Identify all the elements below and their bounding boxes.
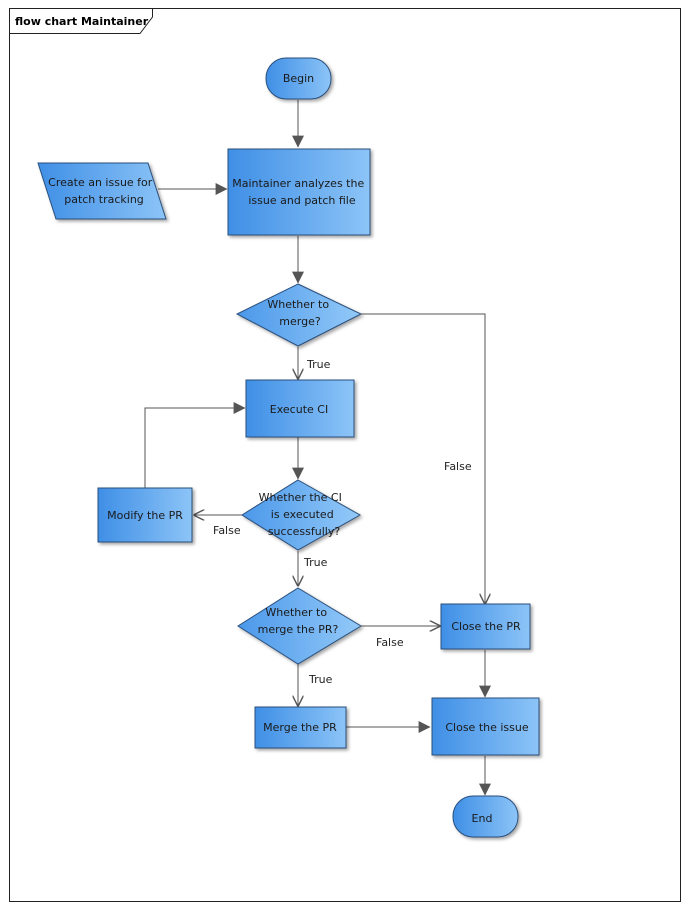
edge-modify-ci xyxy=(144,402,246,488)
edge-label-mergepr-true: True xyxy=(308,673,333,686)
node-ci-decision-line2: is executed xyxy=(271,508,334,521)
node-execute-ci-shape xyxy=(245,379,355,438)
node-modify-pr: Modify the PR xyxy=(97,487,193,543)
node-mergepr-decision-line2: merge the PR? xyxy=(258,623,339,636)
node-create-issue: Create an issue for patch tracking xyxy=(37,162,167,220)
node-analyze: Maintainer analyzes the issue and patch … xyxy=(227,148,371,236)
edge-label-mergepr-false: False xyxy=(376,636,404,649)
node-begin-shape xyxy=(265,57,332,100)
node-analyze-line2: issue and patch file xyxy=(248,194,355,207)
node-begin-label: Begin xyxy=(283,72,314,85)
node-mergepr-decision: Whether to merge the PR? xyxy=(237,587,362,665)
diagram-title-tab xyxy=(9,8,153,34)
node-analyze-line1: Maintainer analyzes the xyxy=(232,177,364,190)
node-merge-pr: Merge the PR xyxy=(254,706,347,749)
node-analyze-shape xyxy=(227,148,371,236)
node-modify-pr-shape xyxy=(97,487,193,543)
node-ci-decision-shape xyxy=(241,479,362,551)
node-close-issue-label: Close the issue xyxy=(445,721,529,734)
edges xyxy=(144,100,491,796)
node-create-issue-line2: patch tracking xyxy=(64,193,144,206)
node-create-issue-line1: Create an issue for xyxy=(48,176,153,189)
node-analyze-label: Maintainer analyzes the issue and patch … xyxy=(232,177,367,207)
node-end-label: End xyxy=(472,812,493,825)
edge-label-ci-false: False xyxy=(213,524,241,537)
node-merge-decision-label: Whether to merge? xyxy=(267,298,332,328)
node-begin: Begin xyxy=(265,57,332,100)
node-close-pr: Close the PR xyxy=(440,603,531,650)
node-merge-decision-line1: Whether to xyxy=(267,298,329,311)
node-ci-decision-line3: successfully? xyxy=(268,525,340,538)
node-close-issue: Close the issue xyxy=(431,697,540,756)
node-create-issue-shape xyxy=(37,162,167,220)
node-merge-pr-label: Merge the PR xyxy=(263,721,337,734)
node-merge-decision: Whether to merge? xyxy=(235,283,363,347)
node-mergepr-decision-line1: Whether to xyxy=(265,606,327,619)
edge-label-merge-false: False xyxy=(444,460,472,473)
diagram-title: flow chart Maintainer xyxy=(15,15,149,28)
node-mergepr-decision-shape xyxy=(237,587,362,665)
node-close-pr-label: Close the PR xyxy=(451,620,521,633)
node-merge-decision-line2: merge? xyxy=(279,315,321,328)
node-ci-decision: Whether the CI is executed successfully? xyxy=(241,479,362,551)
node-close-pr-shape xyxy=(440,603,531,650)
edge-label-merge-true: True xyxy=(306,358,331,371)
edge-label-ci-true: True xyxy=(303,556,328,569)
node-mergepr-decision-label: Whether to merge the PR? xyxy=(258,606,339,636)
node-modify-pr-label: Modify the PR xyxy=(107,509,183,522)
node-create-issue-label: Create an issue for patch tracking xyxy=(48,176,156,206)
node-close-issue-shape xyxy=(431,697,540,756)
node-execute-ci-label: Execute CI xyxy=(270,403,328,416)
node-merge-pr-shape xyxy=(254,706,347,749)
diagram-frame xyxy=(9,8,681,902)
node-execute-ci: Execute CI xyxy=(245,379,355,438)
node-end: End xyxy=(452,795,519,838)
edge-labels: True False False True False True xyxy=(213,358,472,686)
node-ci-decision-line1: Whether the CI xyxy=(259,491,342,504)
node-ci-decision-label: Whether the CI is executed successfully? xyxy=(259,491,346,538)
node-end-shape xyxy=(452,795,519,838)
node-merge-decision-shape xyxy=(235,283,363,347)
edge-merge-closepr xyxy=(361,313,485,604)
